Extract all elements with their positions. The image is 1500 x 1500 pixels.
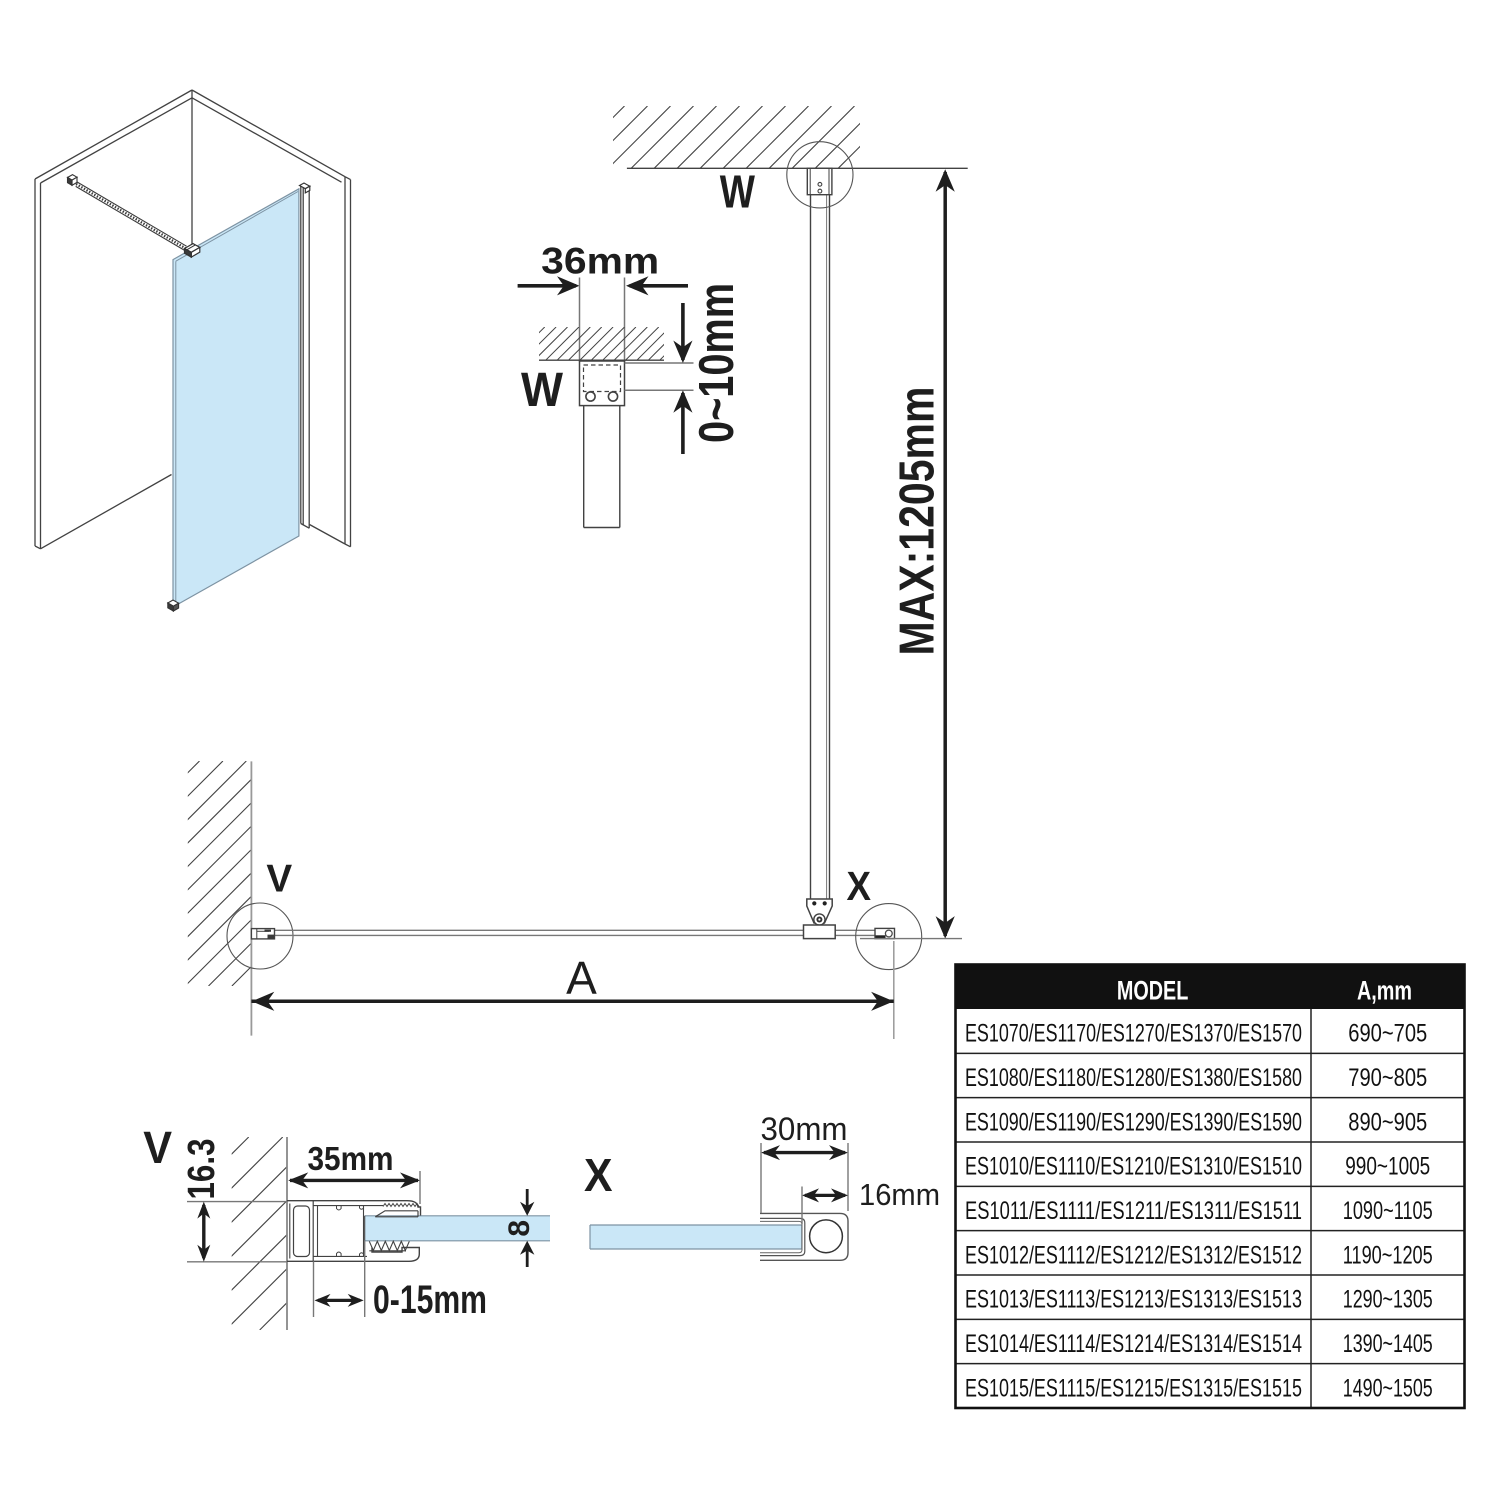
- svg-text:0-15mm: 0-15mm: [373, 1278, 487, 1322]
- svg-text:1190~1205: 1190~1205: [1343, 1241, 1433, 1269]
- svg-text:ES1010/ES1110/ES1210/ES1310/ES: ES1010/ES1110/ES1210/ES1310/ES1510: [965, 1153, 1302, 1181]
- svg-text:X: X: [847, 863, 872, 909]
- svg-text:ES1080/ES1180/ES1280/ES1380/ES: ES1080/ES1180/ES1280/ES1380/ES1580: [965, 1064, 1302, 1092]
- svg-text:W: W: [720, 166, 756, 218]
- svg-text:890~905: 890~905: [1348, 1108, 1427, 1136]
- svg-text:MODEL: MODEL: [1117, 976, 1189, 1006]
- svg-text:35mm: 35mm: [308, 1141, 394, 1178]
- svg-text:16mm: 16mm: [859, 1177, 940, 1212]
- svg-text:1290~1305: 1290~1305: [1343, 1286, 1433, 1314]
- svg-text:8: 8: [503, 1220, 536, 1237]
- svg-text:16.3: 16.3: [181, 1139, 223, 1200]
- svg-text:36mm: 36mm: [541, 239, 659, 281]
- svg-text:690~705: 690~705: [1348, 1020, 1427, 1048]
- svg-text:0~10mm: 0~10mm: [690, 283, 744, 443]
- svg-text:V: V: [266, 858, 292, 901]
- svg-text:ES1013/ES1113/ES1213/ES1313/ES: ES1013/ES1113/ES1213/ES1313/ES1513: [965, 1286, 1302, 1314]
- svg-text:ES1012/ES1112/ES1212/ES1312/ES: ES1012/ES1112/ES1212/ES1312/ES1512: [965, 1241, 1302, 1269]
- svg-text:1090~1105: 1090~1105: [1343, 1197, 1433, 1225]
- svg-text:MAX:1205mm: MAX:1205mm: [891, 387, 945, 656]
- svg-text:ES1015/ES1115/ES1215/ES1315/ES: ES1015/ES1115/ES1215/ES1315/ES1515: [965, 1374, 1302, 1402]
- svg-text:790~805: 790~805: [1348, 1064, 1427, 1092]
- svg-text:W: W: [521, 364, 564, 417]
- svg-text:1490~1505: 1490~1505: [1343, 1374, 1433, 1402]
- svg-text:ES1070/ES1170/ES1270/ES1370/ES: ES1070/ES1170/ES1270/ES1370/ES1570: [965, 1020, 1302, 1048]
- svg-text:ES1014/ES1114/ES1214/ES1314/ES: ES1014/ES1114/ES1214/ES1314/ES1514: [965, 1330, 1302, 1358]
- svg-text:A: A: [566, 952, 597, 1004]
- svg-text:V: V: [143, 1122, 172, 1173]
- svg-text:ES1011/ES1111/ES1211/ES1311/ES: ES1011/ES1111/ES1211/ES1311/ES1511: [965, 1197, 1302, 1225]
- svg-text:A,mm: A,mm: [1357, 976, 1412, 1006]
- svg-text:30mm: 30mm: [761, 1111, 848, 1147]
- svg-text:1390~1405: 1390~1405: [1343, 1330, 1433, 1358]
- svg-text:X: X: [584, 1149, 613, 1201]
- svg-text:990~1005: 990~1005: [1345, 1153, 1430, 1181]
- svg-text:ES1090/ES1190/ES1290/ES1390/ES: ES1090/ES1190/ES1290/ES1390/ES1590: [965, 1108, 1302, 1136]
